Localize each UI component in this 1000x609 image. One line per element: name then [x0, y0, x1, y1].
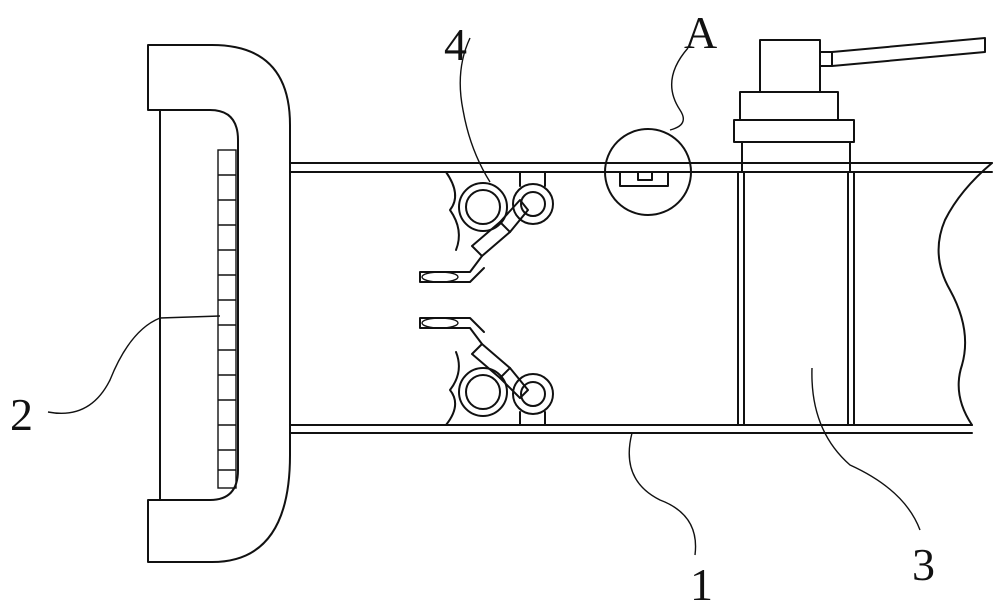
leader-1	[628, 432, 697, 556]
handle-grip-strip	[217, 149, 237, 489]
lower-clamp	[419, 317, 554, 426]
upper-clamp	[419, 171, 554, 283]
label-detail-a: A	[684, 7, 717, 58]
leader-a	[669, 47, 689, 131]
leader-3	[811, 367, 921, 531]
label-sensor: 3	[912, 539, 935, 590]
housing-tube	[289, 162, 993, 434]
detail-a-marker	[604, 128, 692, 216]
sensor-assembly	[733, 37, 986, 426]
leader-4	[459, 37, 491, 183]
label-handle: 2	[10, 389, 33, 440]
leader-lines	[47, 37, 921, 556]
leader-2	[47, 315, 221, 414]
handle-grip-ribs	[218, 174, 236, 471]
label-housing: 1	[690, 559, 713, 609]
handle-outer	[147, 44, 291, 563]
label-clamp: 4	[444, 19, 467, 70]
